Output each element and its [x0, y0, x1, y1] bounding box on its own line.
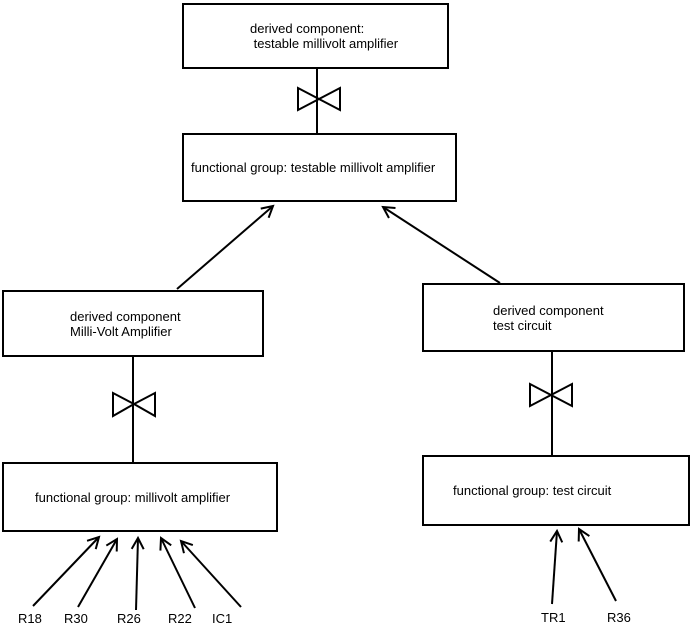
arrow-r36 — [577, 527, 617, 602]
arrow-r18 — [32, 535, 101, 607]
node-derived-component-test-circuit: derived component test circuit — [422, 283, 685, 352]
arrow-dc-mv-to-fg-testable — [176, 204, 275, 290]
node-label-line: Milli-Volt Amplifier — [70, 323, 172, 339]
arrow-r26 — [130, 535, 145, 611]
bowtie-icon — [297, 86, 341, 112]
component-label-r18: R18 — [18, 611, 42, 626]
component-label-ic1: IC1 — [212, 611, 233, 626]
arrow-r30 — [77, 537, 119, 608]
arrow-r22 — [159, 536, 196, 609]
node-label-line: functional group: test circuit — [453, 483, 612, 498]
bowtie-icon — [112, 391, 156, 418]
arrow-tr1 — [549, 528, 564, 605]
component-label-r36: R36 — [607, 610, 631, 625]
node-functional-group-test-circuit: functional group: test circuit — [422, 455, 690, 526]
bowtie-icon — [529, 382, 573, 408]
component-label-r22: R22 — [168, 611, 192, 626]
component-label-tr1: TR1 — [541, 610, 566, 625]
node-label-line: derived component — [70, 308, 181, 324]
node-functional-group-millivolt-amplifier: functional group: millivolt amplifier — [2, 462, 278, 532]
component-label-r30: R30 — [64, 611, 88, 626]
node-label-line: functional group: millivolt amplifier — [35, 489, 231, 505]
node-label-line: derived component: — [250, 21, 365, 36]
node-derived-component-milli-volt-amplifier: derived component Milli-Volt Amplifier — [2, 290, 264, 357]
node-label-line: testable millivolt amplifier — [250, 36, 399, 51]
arrow-ic1 — [179, 539, 242, 608]
arrow-dc-tc-to-fg-testable — [381, 205, 501, 284]
node-functional-group-testable-millivolt-amplifier: functional group: testable millivolt amp… — [182, 133, 457, 202]
node-label-line: derived component — [493, 302, 604, 318]
node-derived-component-testable-millivolt-amplifier: derived component: testable millivolt am… — [182, 3, 449, 69]
node-label-line: functional group: testable millivolt amp… — [191, 160, 436, 175]
node-label-line: test circuit — [493, 317, 552, 333]
component-label-r26: R26 — [117, 611, 141, 626]
